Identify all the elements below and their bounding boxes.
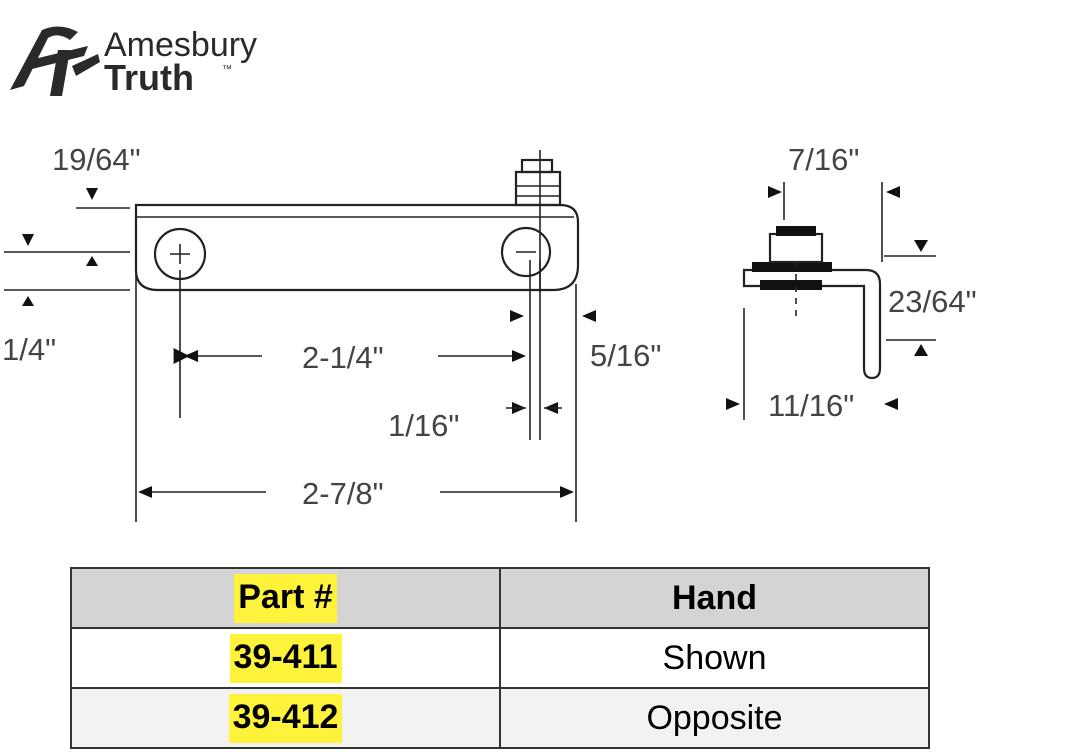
side-bracket bbox=[742, 268, 882, 380]
stud bbox=[514, 150, 562, 292]
dim-overall-length: 2-7/8" bbox=[302, 476, 384, 511]
bracket-plate bbox=[134, 203, 580, 292]
dim-end-offset: 5/16" bbox=[590, 338, 661, 373]
hand-cell: Shown bbox=[499, 627, 930, 689]
part-number: 39-411 bbox=[229, 633, 342, 683]
dim-hole-spacing: 2-1/4" bbox=[302, 340, 384, 375]
part-number-cell: 39-411 bbox=[70, 627, 501, 689]
logo-line1: Amesbury bbox=[104, 26, 257, 64]
logo-emblem-icon bbox=[10, 26, 100, 96]
logo-line2: Truth bbox=[104, 57, 194, 98]
dim-side-depth: 11/16" bbox=[768, 388, 854, 423]
dim-side-height: 23/64" bbox=[888, 284, 977, 319]
logo-trademark: ™ bbox=[222, 64, 232, 75]
hand-cell: Opposite bbox=[499, 687, 930, 749]
dim-hole-offset-top: 19/64" bbox=[52, 142, 141, 177]
header-part-label: Part # bbox=[234, 573, 337, 623]
front-view bbox=[4, 150, 596, 522]
header-part-number: Part # bbox=[70, 567, 501, 629]
dim-slot-width: 1/16" bbox=[388, 408, 459, 443]
table-row: 39-412 Opposite bbox=[70, 687, 930, 749]
header-hand: Hand bbox=[499, 567, 930, 629]
table-header-row: Part # Hand bbox=[70, 567, 930, 629]
table-row: 39-411 Shown bbox=[70, 627, 930, 689]
right-hole bbox=[500, 226, 552, 278]
dim-edge-offset: 1/4" bbox=[2, 332, 56, 367]
bracket-drawing: 19/64" 1/4" 2-1/4" 5/16" 1/16" 2-7/8" 7/… bbox=[2, 142, 977, 522]
dim-side-width: 7/16" bbox=[788, 142, 859, 177]
part-number: 39-412 bbox=[228, 693, 343, 743]
amesbury-truth-logo: Amesbury Truth ™ bbox=[10, 26, 257, 98]
parts-table: Part # Hand 39-411 Shown 39-412 Opposite bbox=[70, 567, 930, 749]
side-view bbox=[726, 182, 936, 420]
part-number-cell: 39-412 bbox=[70, 687, 501, 749]
